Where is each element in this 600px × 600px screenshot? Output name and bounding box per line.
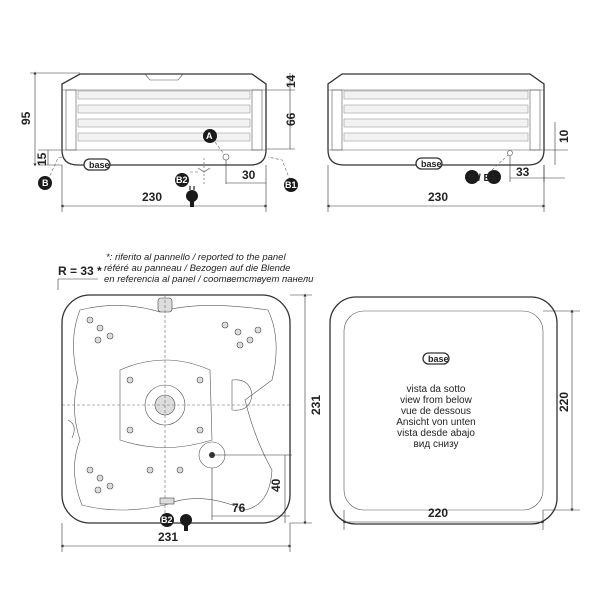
- base-label: base: [89, 160, 110, 170]
- svg-text:vista desde abajo: vista desde abajo: [397, 428, 475, 439]
- marker-b: [38, 176, 52, 190]
- base-label: base: [421, 159, 442, 169]
- base-label-pill: [83, 158, 111, 171]
- dim-side-width: 230: [428, 190, 448, 204]
- base-label-pill: [422, 352, 450, 365]
- dim-panel-height: 66: [284, 112, 298, 126]
- note-line: en referencia al panel / соответствует п…: [104, 274, 314, 285]
- dim-bottom-width: 220: [428, 506, 448, 520]
- svg-text:B2: B2: [176, 175, 188, 185]
- marker-b-b1: B / B1: [468, 173, 497, 184]
- marker-b2: [160, 513, 174, 527]
- dim-base-height: 15: [35, 152, 49, 166]
- svg-text:vue de dessous: vue de dessous: [401, 406, 471, 417]
- marker-b: [465, 170, 479, 184]
- dim-drain-y: 40: [269, 478, 283, 492]
- marker-b1: [487, 170, 501, 184]
- dim-drain-x: 76: [232, 501, 246, 515]
- note-line: *: riferito al pannello / reported to th…: [106, 252, 286, 263]
- bottom-view-caption: vista da sotto view from below vue de de…: [396, 384, 476, 450]
- front-elevation-view: 95 14 66 15 230 30 base A B B1 B2: [19, 71, 298, 212]
- jets: [86, 316, 262, 494]
- svg-text:view from below: view from below: [400, 395, 472, 406]
- bottom-view: base vista da sotto view from below vue …: [329, 296, 580, 530]
- dim-base-offset: 10: [557, 129, 571, 143]
- svg-text:вид снизу: вид снизу: [413, 439, 458, 450]
- dim-plan-depth: 231: [309, 395, 323, 415]
- side-elevation-view: base 10 33 B / B1 230: [326, 73, 571, 212]
- dim-front-width: 230: [142, 190, 162, 204]
- note-line: référé au panneau / Bezogen auf die Blen…: [104, 263, 290, 274]
- svg-text:B2: B2: [161, 515, 173, 525]
- power-plug-icon: [186, 186, 198, 207]
- radius-label: R = 33 *: [58, 264, 102, 278]
- svg-text:A: A: [206, 131, 213, 141]
- dim-offset-30: 30: [242, 168, 256, 182]
- dim-cap-height: 14: [284, 74, 298, 88]
- plan-view: R = 33 * *: riferito al pannello / repor…: [57, 252, 323, 552]
- power-plug-icon: [180, 514, 192, 531]
- marker-a: [203, 129, 217, 143]
- base-label-pill: [415, 157, 443, 170]
- dim-bottom-depth: 220: [557, 392, 571, 412]
- base-label: base: [428, 354, 449, 364]
- dim-offset-33: 33: [516, 165, 530, 179]
- marker-b2: [175, 173, 189, 187]
- marker-b1: [284, 178, 298, 192]
- svg-text:B: B: [42, 178, 49, 188]
- dim-total-height: 95: [19, 111, 33, 125]
- svg-text:Ansicht von unten: Ansicht von unten: [396, 417, 476, 428]
- front-panel-slats: [77, 90, 251, 142]
- svg-text:B1: B1: [285, 180, 297, 190]
- dim-plan-width: 231: [158, 530, 178, 544]
- side-panel-slats: [343, 90, 529, 142]
- svg-text:vista da sotto: vista da sotto: [407, 384, 466, 395]
